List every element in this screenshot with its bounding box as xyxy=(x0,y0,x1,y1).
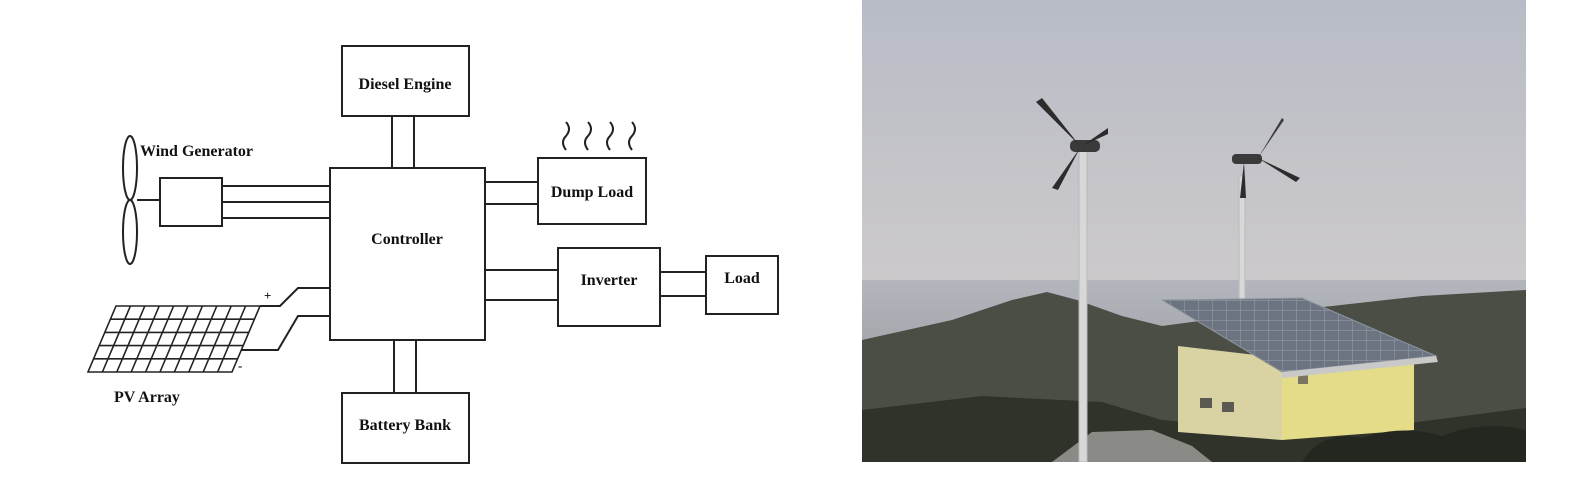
diesel-engine-label: Diesel Engine xyxy=(359,76,452,93)
controller-box xyxy=(329,167,486,341)
diesel-engine-box xyxy=(341,45,470,117)
wind-blade-bottom xyxy=(122,199,138,265)
controller-label: Controller xyxy=(371,231,443,248)
pv-grid-col-line xyxy=(144,305,175,373)
inverter-box xyxy=(557,247,661,327)
pv-grid-col-line xyxy=(216,305,247,373)
hybrid-power-system-diagram: Wind Generator Diesel Engine Controller … xyxy=(86,45,779,464)
pv-array-panel xyxy=(86,305,262,373)
pv-grid-col-line xyxy=(101,305,132,373)
inverter-label: Inverter xyxy=(581,272,638,289)
foreground-bushes xyxy=(1302,426,1526,462)
heat-wave-1 xyxy=(562,121,570,151)
pv-grid-col-line xyxy=(130,305,160,373)
pv-grid-col-line xyxy=(188,305,218,373)
pv-array-label: PV Array xyxy=(114,389,180,406)
wind-generator-box xyxy=(159,177,223,227)
pv-wire-negative xyxy=(236,315,330,351)
wind-generator-label: Wind Generator xyxy=(140,143,253,160)
heat-wave-2 xyxy=(584,121,592,151)
cabin xyxy=(1160,297,1438,440)
pv-grid-col-line xyxy=(116,305,146,373)
load-box xyxy=(705,255,779,315)
dump-load-box xyxy=(537,157,647,225)
battery-bank-box xyxy=(341,392,470,464)
wind-solar-station-photo xyxy=(862,0,1526,462)
wind-turbine-1 xyxy=(1036,98,1108,462)
load-label: Load xyxy=(724,270,760,287)
pv-grid-col-line xyxy=(159,305,189,373)
pv-plus-label: + xyxy=(264,288,271,303)
dump-load-label: Dump Load xyxy=(551,184,633,201)
cabin-front-wall xyxy=(1178,346,1282,440)
wind-blade-top xyxy=(122,135,138,201)
rock-patch xyxy=(1052,430,1212,462)
pv-grid-col-line xyxy=(202,305,232,373)
pv-minus-label: - xyxy=(238,358,242,373)
heat-wave-4 xyxy=(628,121,636,151)
pv-grid-col-line xyxy=(173,305,204,373)
pv-wire-positive xyxy=(260,287,330,307)
wind-turbine-2 xyxy=(1232,118,1300,307)
battery-bank-label: Battery Bank xyxy=(359,417,451,434)
heat-wave-3 xyxy=(606,121,614,151)
